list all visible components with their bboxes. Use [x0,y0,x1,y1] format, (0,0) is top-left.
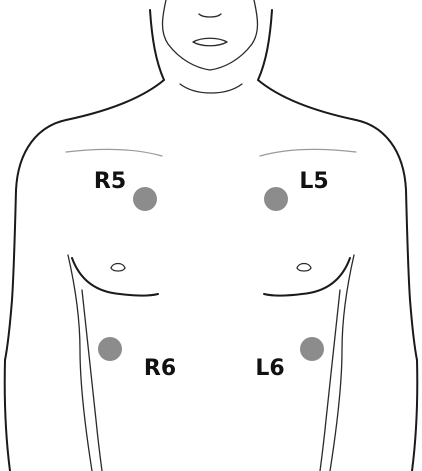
lips-outline [193,38,227,46]
nose-outline [199,14,221,17]
electrode-l6-label: L6 [255,356,284,381]
electrode-r5-dot [133,187,157,211]
chin-outline [163,0,258,70]
right-nipple [297,264,311,272]
clavicle-left [66,149,162,156]
electrode-l5-label: L5 [299,169,328,194]
right-arm-outer [412,360,417,471]
right-arm-crease [330,255,354,471]
left-arm-crease [68,255,92,471]
jugular-notch [180,84,242,93]
neck-left [150,10,164,80]
clavicle-right [260,149,356,156]
electrode-l6-dot [300,337,324,361]
electrode-r6-dot [98,337,122,361]
torso-outline [5,0,418,471]
left-torso-side [82,290,102,471]
electrode-l5-dot [264,187,288,211]
neck-right [258,10,272,80]
left-nipple [111,264,125,272]
right-torso-side [320,290,340,471]
electrode-r6-label: R6 [144,356,176,381]
left-arm-outer [5,360,10,471]
electrode-r5-label: R5 [94,169,126,194]
